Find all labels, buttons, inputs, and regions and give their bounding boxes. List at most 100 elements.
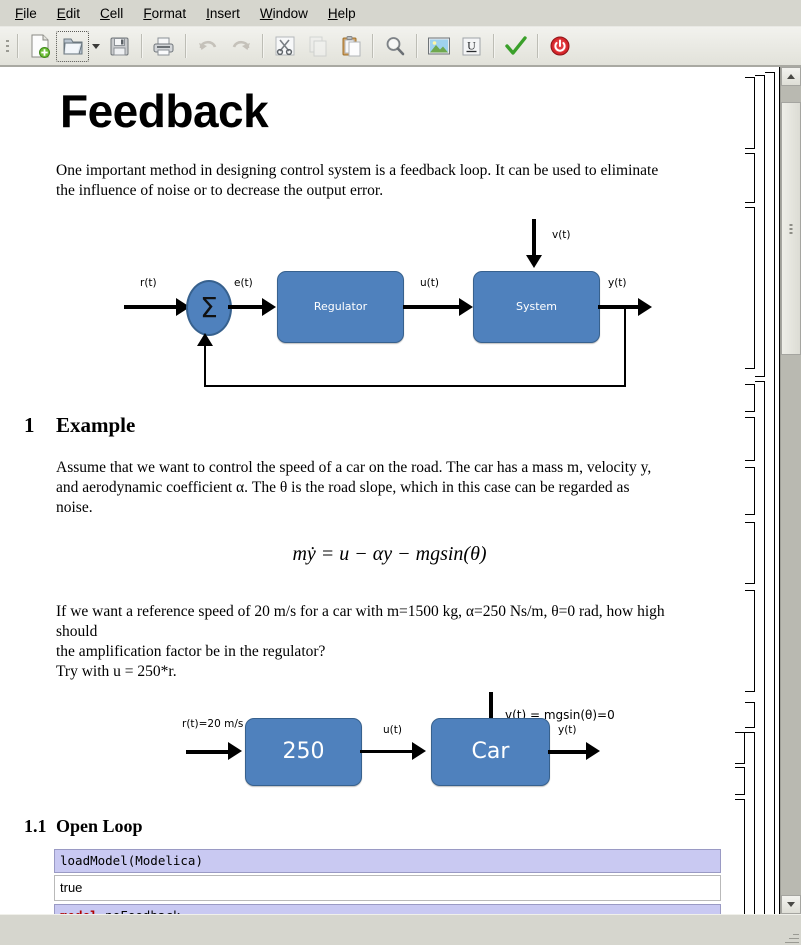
diagram2-label-yt: y(t) <box>558 723 577 736</box>
page-content: Feedback One important method in designi… <box>0 67 779 914</box>
diagram2-arrow-control <box>412 741 426 760</box>
page-title: Feedback <box>60 85 269 137</box>
diagram1-line-input <box>124 304 178 309</box>
input-cell-loadmodel[interactable]: loadModel(Modelica) <box>54 848 721 873</box>
block-car: Car <box>431 717 550 786</box>
copy-icon[interactable] <box>301 31 334 62</box>
scrollbar-thumb-grip <box>789 223 793 234</box>
cut-scissors-icon[interactable] <box>268 31 301 62</box>
diagram1-label-ut: u(t) <box>420 276 439 289</box>
chevron-up-icon <box>787 74 795 79</box>
diagram1-label-et: e(t) <box>234 276 253 289</box>
cell-bracket[interactable] <box>735 732 745 764</box>
cell-bracket[interactable] <box>745 732 755 914</box>
shutdown-power-icon[interactable] <box>543 31 576 62</box>
cell-bracket[interactable] <box>745 207 755 369</box>
subsection-11-number: 1.1 <box>24 815 47 836</box>
cell-bracket[interactable] <box>745 467 755 515</box>
underline-icon[interactable]: U <box>455 31 488 62</box>
scroll-up-button[interactable] <box>781 67 801 86</box>
diagram2-line-control <box>360 749 418 753</box>
open-dropdown-caret-icon[interactable] <box>89 32 103 61</box>
insert-image-icon[interactable] <box>422 31 455 62</box>
print-icon[interactable] <box>147 31 180 62</box>
cell-bracket[interactable] <box>735 799 745 914</box>
toolbar-separator <box>416 34 417 58</box>
document-area: Feedback One important method in designi… <box>0 66 801 914</box>
cell-stack: loadModel(Modelica) true model noFeedbac… <box>54 848 721 914</box>
diagram1-line-noise <box>532 218 536 257</box>
diagram1-line-error <box>228 304 266 309</box>
menu-window[interactable]: Window <box>259 5 308 21</box>
input-cell-model-nofeedback[interactable]: model noFeedback import SI = Modelica.SI… <box>54 903 721 914</box>
svg-text:U: U <box>467 38 476 52</box>
toolbar-separator <box>537 34 538 58</box>
menu-format[interactable]: Format <box>143 5 187 21</box>
output-cell-true[interactable]: true <box>54 874 721 901</box>
toolbar-separator <box>493 34 494 58</box>
toolbar-separator <box>17 34 18 58</box>
diagram1-arrow-feedback <box>197 332 213 346</box>
sigma-icon: Σ <box>200 291 218 325</box>
save-icon[interactable] <box>103 31 136 62</box>
toolbar: U <box>0 26 801 66</box>
toolbar-drag-handle[interactable] <box>3 34 12 58</box>
menu-cell[interactable]: Cell <box>100 5 124 21</box>
chevron-down-icon <box>92 43 100 49</box>
feedback-loop-diagram: r(t) Σ e(t) Regulator <box>0 215 779 407</box>
diagram1-line-control <box>403 304 465 309</box>
redo-icon[interactable] <box>224 31 257 62</box>
question-line-3: Try with u = 250*r. <box>56 662 177 680</box>
cell-bracket[interactable] <box>745 77 755 149</box>
scrollbar-thumb[interactable] <box>781 102 801 355</box>
cell-bracket[interactable] <box>755 75 765 377</box>
new-document-icon[interactable] <box>23 31 56 62</box>
search-magnifier-icon[interactable] <box>378 31 411 62</box>
cell-bracket[interactable] <box>745 702 755 728</box>
cell-bracket[interactable] <box>745 522 755 584</box>
block-regulator-label: Regulator <box>313 300 368 314</box>
open-folder-icon[interactable] <box>56 30 89 62</box>
menu-insert[interactable]: Insert <box>206 5 240 21</box>
diagram1-label-rt: r(t) <box>140 276 157 289</box>
diagram1-arrow-output <box>638 297 652 316</box>
diagram1-label-vt: v(t) <box>552 228 571 241</box>
vertical-scrollbar[interactable] <box>780 67 801 914</box>
status-bar <box>0 914 801 945</box>
menu-file[interactable]: File <box>15 5 37 21</box>
scroll-down-button[interactable] <box>781 895 801 914</box>
diagram1-feedback-vertical-left <box>204 344 206 387</box>
open-loop-diagram: r(t)=20 m/s 250 u(t) v(t) = mgsin(θ)=0 <box>0 690 779 808</box>
cell-bracket[interactable] <box>765 72 775 914</box>
block-system: System <box>473 270 600 343</box>
section-1-number: 1 <box>24 412 35 437</box>
notebook-page[interactable]: Feedback One important method in designi… <box>0 67 780 914</box>
window-resize-grip[interactable] <box>785 929 799 943</box>
menu-help[interactable]: Help <box>327 5 356 21</box>
cell-bracket[interactable] <box>745 384 755 412</box>
cell-bracket[interactable] <box>735 767 745 795</box>
example-paragraph: Assume that we want to control the speed… <box>56 458 652 516</box>
diagram2-arrow-input <box>228 741 242 760</box>
diagram2-line-input <box>186 749 230 754</box>
cell-bracket[interactable] <box>745 417 755 461</box>
undo-icon[interactable] <box>191 31 224 62</box>
paste-clipboard-icon[interactable] <box>334 31 367 62</box>
diagram1-arrow-error <box>262 297 276 316</box>
cell-bracket[interactable] <box>755 381 765 914</box>
diagram2-line-noise <box>489 691 493 730</box>
cell-bracket[interactable] <box>745 153 755 203</box>
cell-bracket-column <box>735 67 779 914</box>
chevron-down-icon <box>787 902 795 907</box>
cell-bracket[interactable] <box>745 590 755 692</box>
menu-edit[interactable]: Edit <box>56 5 81 21</box>
question-line-1: If we want a reference speed of 20 m/s f… <box>56 603 665 641</box>
diagram1-label-yt: y(t) <box>608 276 627 289</box>
block-car-label: Car <box>471 739 510 765</box>
scrollbar-track[interactable] <box>781 86 801 895</box>
intro-paragraph: One important method in designing contro… <box>56 162 659 200</box>
evaluate-check-icon[interactable] <box>499 31 532 62</box>
